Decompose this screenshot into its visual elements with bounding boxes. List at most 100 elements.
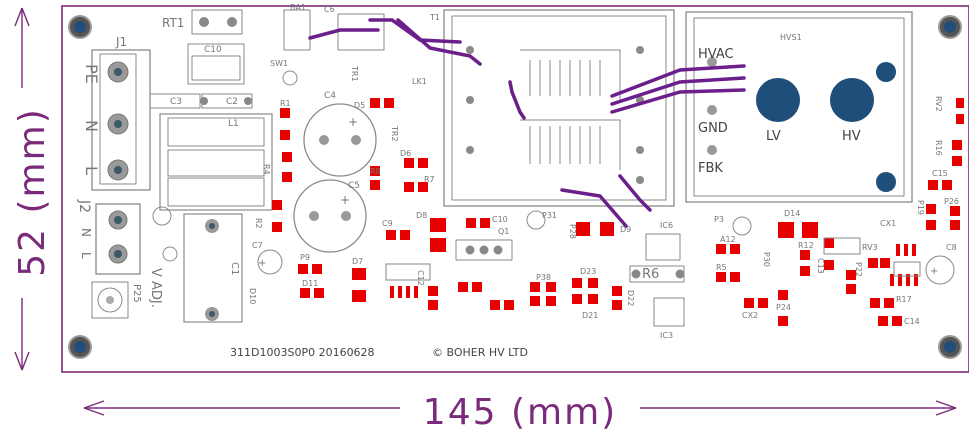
j2-n-label: N: [79, 228, 93, 237]
board-id-text: 311D1003S0P0 20160628: [230, 346, 375, 359]
smd-pads: [272, 98, 964, 326]
p24-label: P24: [776, 303, 791, 312]
c3-label: C3: [170, 97, 182, 107]
svg-text:+: +: [258, 258, 266, 269]
c12-label: C12: [416, 270, 425, 286]
mount-hole-small: [876, 62, 896, 82]
d5-label: D5: [354, 101, 365, 110]
c10-top-capacitor: C10: [187, 43, 245, 85]
small-electrolytics: + C7 + C8: [252, 241, 957, 285]
d6-label: D6: [400, 149, 411, 158]
r17-label: R17: [896, 295, 912, 304]
a12-label: A12: [720, 235, 736, 244]
q1-label: Q1: [498, 227, 509, 236]
c6-label: C6: [324, 5, 335, 14]
r5-label: R5: [716, 263, 727, 272]
c7-label: C7: [252, 241, 263, 250]
c2-label: C2: [226, 97, 238, 107]
p31-label: P31: [542, 211, 557, 220]
p25-potentiometer: P25 V ADJ.: [91, 268, 163, 319]
height-dimension: 52 (mm): [6, 7, 53, 371]
pe-label: PE: [82, 64, 101, 84]
l1-inductor: L1: [159, 113, 273, 211]
cx2-label: CX2: [742, 311, 758, 320]
r16-label: R16: [934, 140, 943, 156]
svg-text:+: +: [340, 193, 350, 207]
r1-label: R1: [280, 99, 291, 108]
c1-label: C1: [229, 262, 240, 275]
d14-label: D14: [784, 209, 800, 218]
lv-label: LV: [766, 129, 781, 144]
board-outline: [61, 5, 969, 373]
ba1-label: BA1: [290, 3, 306, 12]
p3-label: P3: [714, 215, 724, 224]
d11-label: D11: [302, 279, 318, 288]
cx1-label: CX1: [880, 219, 896, 228]
c3-c2-capacitors: C3 C2: [149, 93, 253, 109]
r2-label: R2: [254, 218, 263, 229]
p25-label: P25: [131, 284, 142, 303]
mount-hole-small: [876, 172, 896, 192]
p30-label: P30: [762, 252, 771, 267]
copper-traces: [308, 18, 746, 228]
d23-label: D23: [580, 267, 596, 276]
p38-label: P38: [536, 273, 551, 282]
p19-label: P19: [916, 200, 925, 215]
p26-label: P26: [944, 197, 959, 206]
r12-label: R12: [798, 241, 814, 250]
v-adj-label: V ADJ.: [148, 268, 163, 308]
hv-label: HV: [842, 129, 861, 144]
tr1-label: TR1: [350, 65, 359, 82]
hvac-pin: [707, 57, 717, 67]
c10-top-label: C10: [204, 45, 222, 55]
svg-text:+: +: [348, 115, 358, 129]
r7-label: R7: [424, 175, 435, 184]
p9-label: P9: [300, 253, 310, 262]
t1-transformer: T1: [429, 9, 675, 207]
hvs1-label: HVS1: [780, 33, 802, 42]
copyright-text: © BOHER HV LTD: [432, 346, 528, 359]
ic3-label: IC3: [660, 331, 673, 340]
c1-capacitor: C1: [183, 213, 243, 323]
c4-c5-electrolytics: + C4 + C5: [293, 91, 377, 253]
c4-label: C4: [324, 91, 336, 101]
r4-label: R4: [262, 164, 271, 175]
rv2-label: RV2: [934, 96, 943, 112]
d9-label: D9: [620, 225, 631, 234]
svg-text:+: +: [930, 266, 938, 277]
r6-label: R6: [642, 267, 659, 282]
fbk-pin: [707, 145, 717, 155]
hvac-label: HVAC: [698, 47, 734, 62]
tr2-label: TR2: [390, 125, 399, 142]
l1-label: L1: [228, 119, 239, 129]
hv-terminal: [830, 78, 874, 122]
height-label: 52 (mm): [12, 107, 53, 276]
j2-l-label: L: [79, 252, 93, 259]
rt1-label: RT1: [162, 16, 184, 30]
n-label: N: [82, 120, 101, 132]
lk1-label: LK1: [412, 77, 427, 86]
r8-label: R8: [370, 167, 381, 176]
rv3-label: RV3: [862, 243, 878, 252]
lv-terminal: [756, 78, 800, 122]
rt1-thermistor: RT1: [162, 9, 243, 35]
sw1-label: SW1: [270, 59, 288, 68]
c5-label: C5: [348, 181, 360, 191]
p28-label: P28: [568, 224, 577, 239]
d8-label: D8: [416, 211, 427, 220]
width-dimension: 145 (mm): [83, 388, 957, 432]
d22-label: D22: [626, 290, 635, 306]
hvs1-module: HVS1 HVAC GND FBK LV HV: [685, 11, 913, 203]
ic6-label: IC6: [660, 221, 673, 230]
j1-terminal-block: J1 PE N L: [82, 35, 151, 191]
c15-label: C15: [932, 169, 948, 178]
c13-label: C13: [816, 258, 825, 274]
d7-label: D7: [352, 257, 363, 266]
t1-label: T1: [429, 13, 440, 22]
l-label: L: [82, 166, 101, 175]
fbk-label: FBK: [698, 161, 723, 176]
resistor-arrays: [390, 244, 918, 298]
c10-label: C10: [492, 215, 508, 224]
c9-label: C9: [382, 219, 393, 228]
